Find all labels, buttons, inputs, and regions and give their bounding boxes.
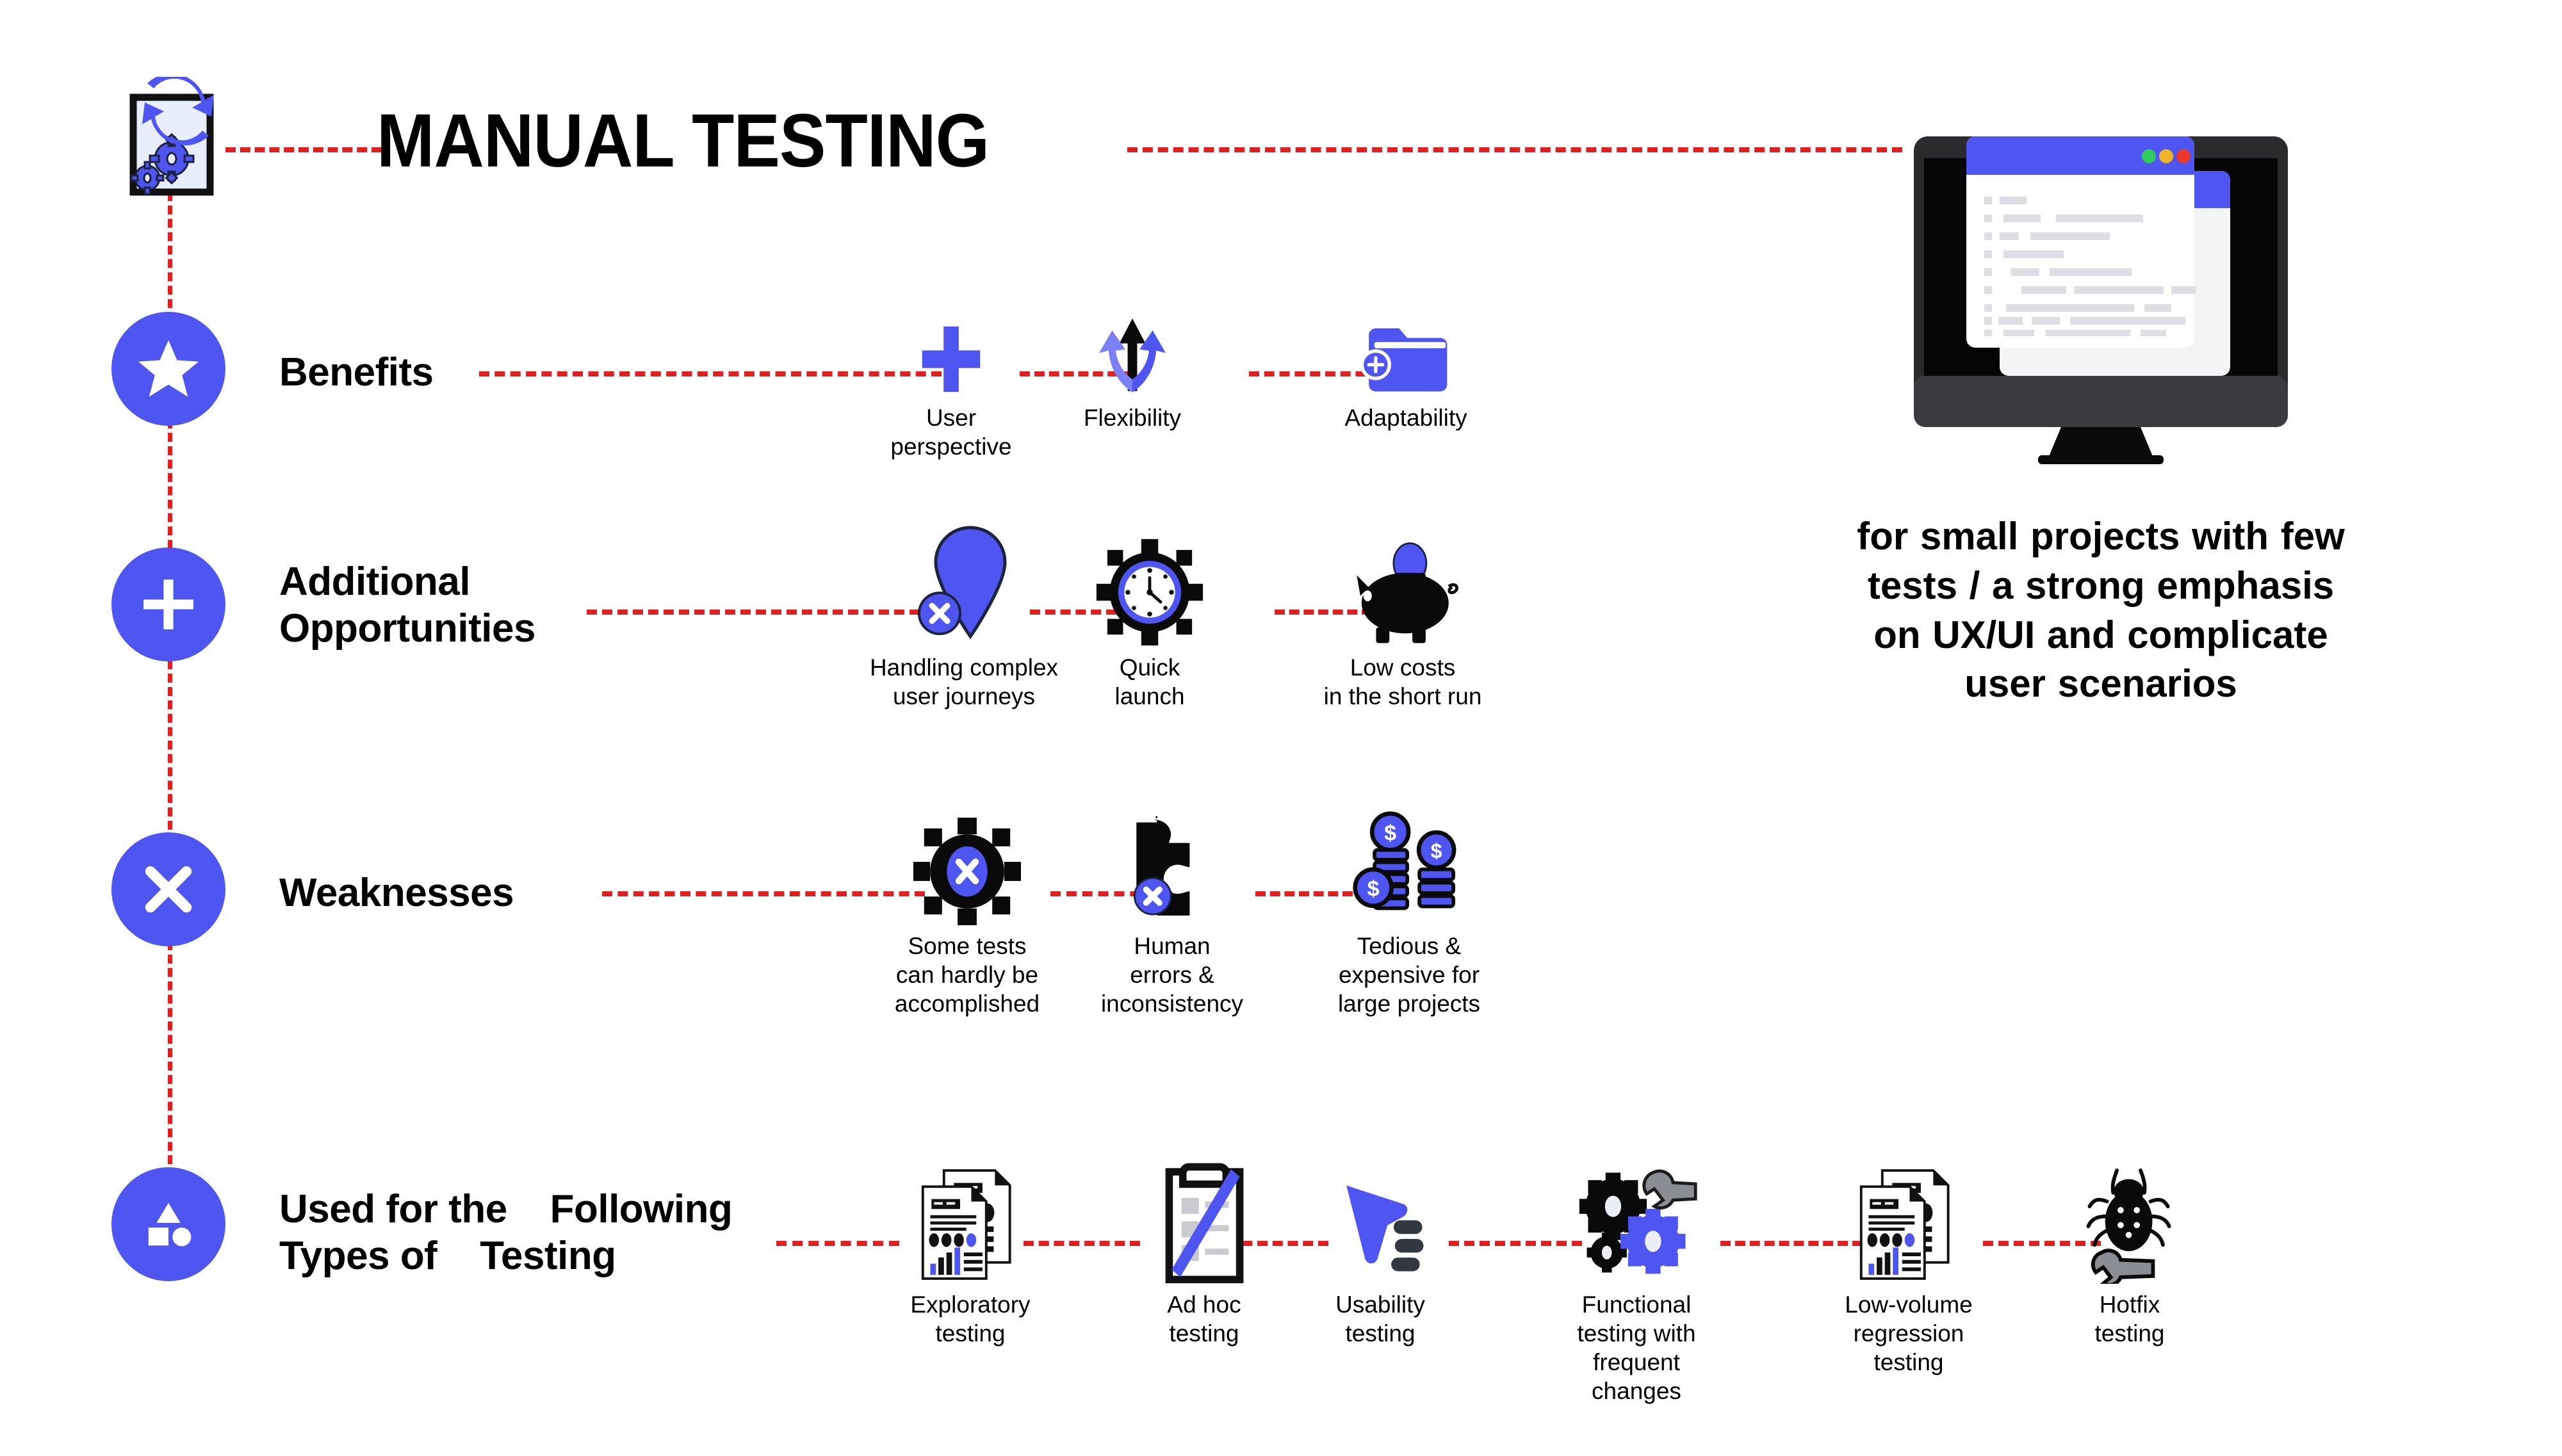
item-caption: Low costs in the short run xyxy=(1323,654,1482,710)
item-caption: Exploratory testing xyxy=(910,1291,1031,1347)
item-caption: Handling complex user journeys xyxy=(869,654,1059,710)
connector-uf-4 xyxy=(1720,1241,1863,1246)
badge-additional-opportunities xyxy=(111,547,225,661)
connector-uf-2 xyxy=(1196,1241,1328,1246)
badge-benefits xyxy=(111,312,225,426)
clipboard-gears-refresh-icon xyxy=(126,73,241,205)
connector-title xyxy=(225,147,382,152)
item-caption: Human errors & inconsistency xyxy=(1100,933,1244,1017)
plus-thick-icon xyxy=(922,326,981,392)
item-caption: Some tests can hardly be accomplished xyxy=(894,933,1040,1017)
coin-stacks-icon: $ $ $ xyxy=(1353,811,1456,910)
item-usability-testing: Usability testing xyxy=(1319,1165,1441,1348)
connector-wk-0 xyxy=(602,891,925,896)
item-caption: Hotfix testing xyxy=(2094,1291,2165,1347)
folder-add-icon xyxy=(1360,328,1448,392)
page-title: MANUAL TESTING xyxy=(377,99,990,183)
item-functional-testing: Functional testing with frequent changes xyxy=(1563,1156,1710,1406)
item-tedious-expensive: $ $ $ xyxy=(1326,804,1492,1018)
item-caption: Quick launch xyxy=(1114,654,1185,710)
connector-benefits-2 xyxy=(1249,371,1396,376)
connector-benefits-1 xyxy=(1020,371,1132,376)
item-some-tests-hardly-accomplished: Some tests can hardly be accomplished xyxy=(877,813,1057,1018)
summary-caption: for small projects with few tests / a st… xyxy=(1857,515,2345,706)
cursor-click-icon xyxy=(1346,1185,1423,1272)
section-title-used-for-types: Used for the Following Types of Testing xyxy=(279,1187,733,1279)
gears-wrench-icon xyxy=(1579,1169,1697,1274)
item-low-costs: Low costs in the short run xyxy=(1313,528,1492,711)
star-icon xyxy=(138,340,199,397)
item-human-errors: Human errors & inconsistency xyxy=(1089,810,1255,1018)
bug-wrench-icon xyxy=(2086,1169,2171,1284)
item-caption: Ad hoc testing xyxy=(1167,1291,1241,1347)
section-title-weaknesses: Weaknesses xyxy=(279,871,514,915)
cross-icon xyxy=(145,866,192,913)
connector-uf-0 xyxy=(776,1241,899,1246)
connector-title-monitor xyxy=(1127,147,1902,152)
item-adaptability: Adaptability xyxy=(1332,314,1480,432)
shapes-icon xyxy=(148,1202,192,1247)
timeline-spine xyxy=(168,192,172,1191)
section-title-additional-opportunities: Additional Opportunities xyxy=(279,560,535,651)
plus-icon xyxy=(143,579,193,629)
piggy-bank-coin-icon xyxy=(1357,542,1458,643)
svg-text:$: $ xyxy=(1431,839,1442,862)
connector-ao-0 xyxy=(587,610,920,615)
item-ad-hoc-testing: Ad hoc testing xyxy=(1146,1156,1262,1348)
connector-uf-1 xyxy=(1024,1241,1140,1246)
item-handling-complex-user-journeys: Handling complex user journeys xyxy=(858,519,1070,711)
connector-uf-5 xyxy=(1983,1241,2101,1246)
badge-used-for-types xyxy=(111,1167,225,1281)
connector-ao-2 xyxy=(1275,610,1416,615)
item-caption: Adaptability xyxy=(1344,405,1467,431)
gear-error-icon xyxy=(913,818,1021,925)
item-caption: User perspective xyxy=(890,405,1012,460)
documents-report-icon-2 xyxy=(1859,1169,1950,1280)
item-exploratory-testing: Exploratory testing xyxy=(910,1159,1031,1348)
item-caption: Low-volume regression testing xyxy=(1845,1291,1973,1376)
item-low-volume-regression-testing: Low-volume regression testing xyxy=(1845,1159,1973,1377)
connector-ao-1 xyxy=(1030,610,1177,615)
gear-clock-icon xyxy=(1096,538,1203,646)
desktop-monitor-illustration xyxy=(1902,125,2299,464)
badge-weaknesses xyxy=(111,832,225,946)
svg-text:$: $ xyxy=(1367,877,1380,902)
item-caption: Flexibility xyxy=(1083,405,1182,431)
map-pin-error-icon xyxy=(918,526,1007,640)
svg-text:$: $ xyxy=(1384,821,1396,845)
connector-wk-1 xyxy=(1050,891,1172,896)
connector-wk-2 xyxy=(1255,891,1396,896)
section-title-benefits: Benefits xyxy=(279,350,434,394)
puzzle-error-icon xyxy=(1134,816,1190,916)
connector-benefits xyxy=(479,371,942,376)
flexibility-arrows-icon xyxy=(1099,318,1166,392)
item-caption: Functional testing with frequent changes xyxy=(1577,1291,1696,1405)
item-user-perspective: User perspective xyxy=(890,301,1012,461)
item-flexibility: Flexibility xyxy=(1068,291,1196,432)
connector-uf-3 xyxy=(1449,1241,1582,1246)
item-quick-launch: Quick launch xyxy=(1089,528,1211,711)
documents-report-icon xyxy=(921,1169,1011,1280)
clipboard-slash-icon xyxy=(1165,1163,1243,1284)
item-caption: Tedious & expensive for large projects xyxy=(1337,933,1481,1017)
item-hotfix-testing: Hotfix testing xyxy=(2069,1156,2191,1348)
item-caption: Usability testing xyxy=(1335,1291,1425,1347)
